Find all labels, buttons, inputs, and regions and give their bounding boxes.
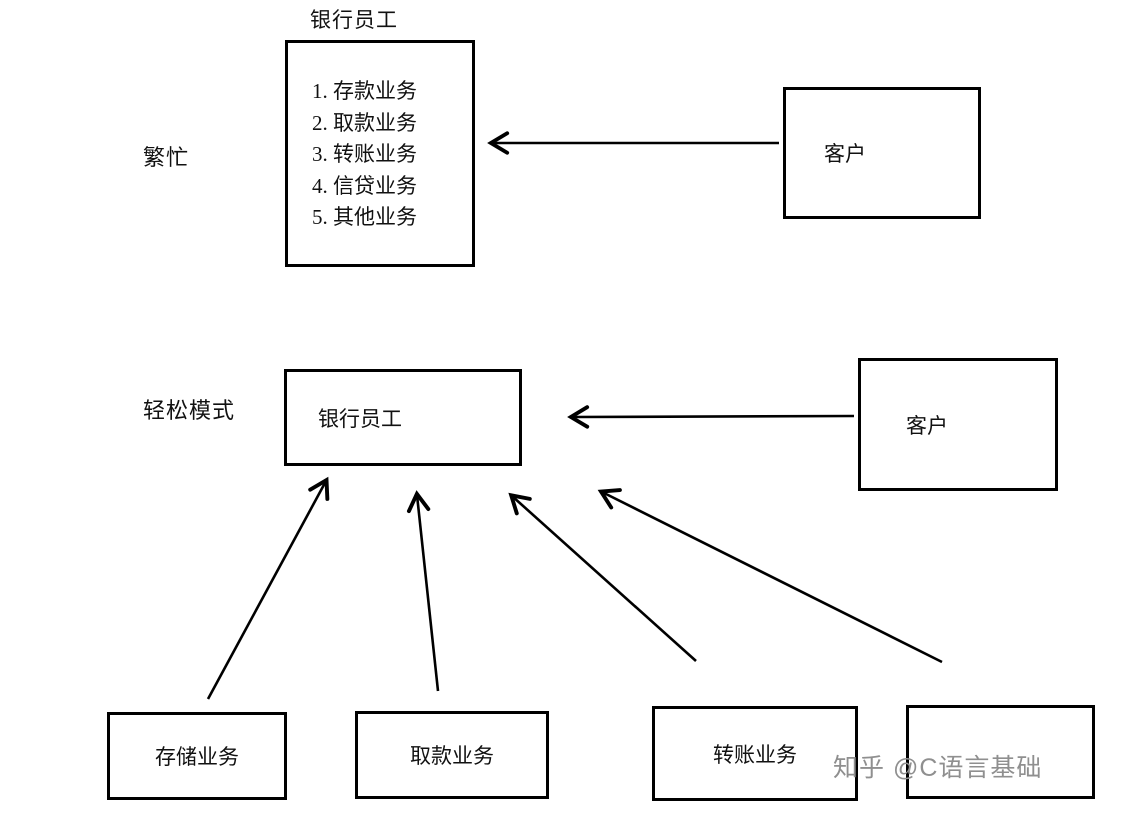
busy-customer-box: 客户 xyxy=(783,87,981,219)
busy-customer-label: 客户 xyxy=(824,142,866,166)
zhihu-watermark: 知乎 @C语言基础 xyxy=(833,754,1043,782)
arrow-deposit-to-bank-icon xyxy=(206,476,330,700)
relaxed-mode-label: 轻松模式 xyxy=(143,398,236,423)
bank-task-item-withdraw: 2. 取款业务 xyxy=(312,110,417,135)
arrow-other-to-bank-icon xyxy=(597,488,943,664)
task-box-deposit-label: 存储业务 xyxy=(155,745,239,769)
busy-mode-label: 繁忙 xyxy=(143,145,190,170)
task-box-transfer: 转账业务 xyxy=(652,706,858,801)
task-box-other xyxy=(906,705,1095,799)
relaxed-customer-box: 客户 xyxy=(858,358,1058,491)
arrow-relaxed-customer-to-bank-icon xyxy=(567,405,855,429)
task-box-transfer-label: 转账业务 xyxy=(713,742,797,767)
relaxed-customer-label: 客户 xyxy=(906,413,948,438)
relaxed-bank-box: 银行员工 xyxy=(284,369,522,466)
bank-task-item-deposit: 1. 存款业务 xyxy=(312,79,417,103)
bank-task-item-transfer: 3. 转账业务 xyxy=(312,142,417,166)
task-box-withdraw-label: 取款业务 xyxy=(410,744,494,768)
arrow-transfer-to-bank-icon xyxy=(508,492,697,662)
arrow-withdraw-to-bank-icon xyxy=(406,490,440,692)
busy-bank-title: 银行员工 xyxy=(310,8,398,32)
bank-task-item-credit: 4. 信贷业务 xyxy=(312,173,417,198)
busy-bank-box: 1. 存款业务 2. 取款业务 3. 转账业务 4. 信贷业务 5. 其他业务 xyxy=(285,40,475,267)
relaxed-bank-label: 银行员工 xyxy=(318,406,402,431)
task-box-deposit: 存储业务 xyxy=(107,712,287,800)
task-box-withdraw: 取款业务 xyxy=(355,711,549,799)
bank-task-item-other: 5. 其他业务 xyxy=(312,205,417,229)
